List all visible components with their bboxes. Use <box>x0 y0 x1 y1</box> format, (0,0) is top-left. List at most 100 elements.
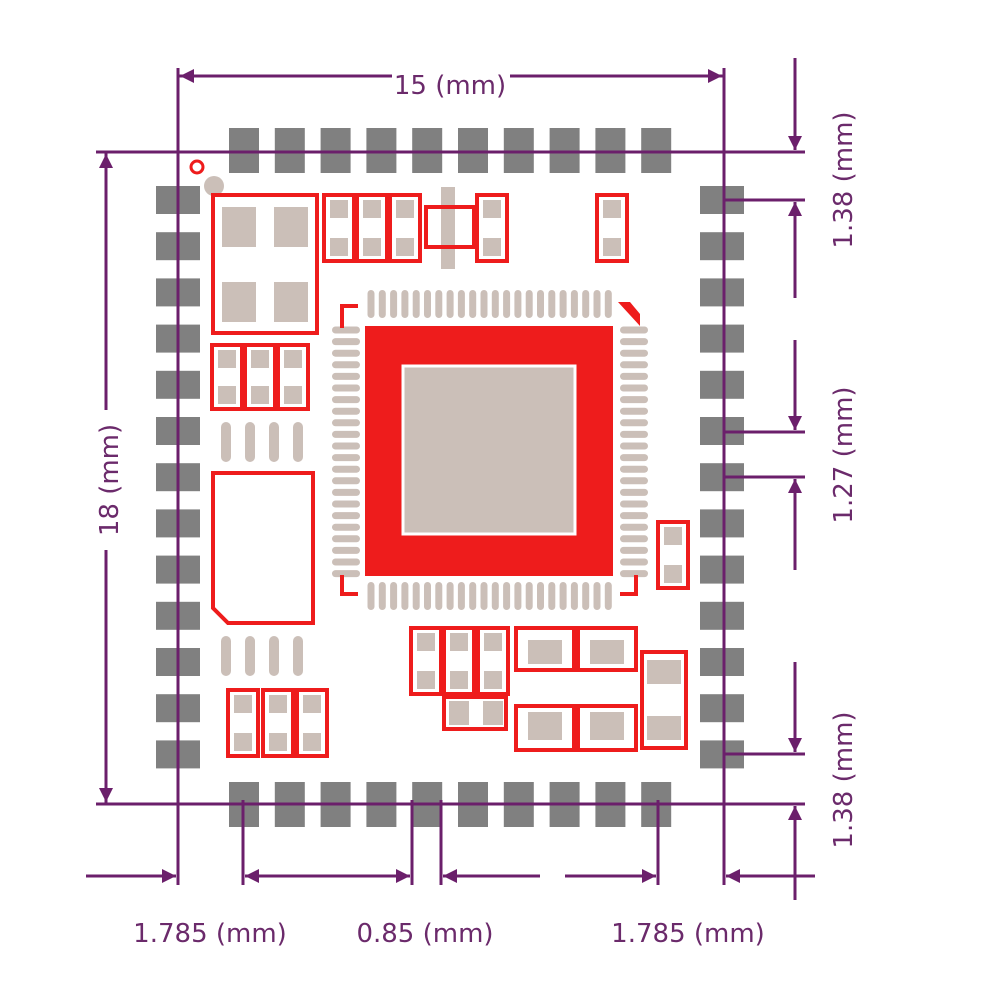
qfp-pin-top <box>503 290 511 318</box>
height-arrow <box>99 788 113 802</box>
passive-outline <box>226 688 260 758</box>
capacitor-pad <box>590 712 624 740</box>
capacitor-pad <box>647 716 681 740</box>
capacitor-pad <box>528 640 562 664</box>
capacitor-pad <box>590 640 624 664</box>
bead-outline <box>424 205 476 249</box>
qfp-pin-right <box>620 546 648 554</box>
passive-pad <box>603 200 621 218</box>
qfp-pin-bottom <box>390 582 398 610</box>
qfp-pin-right <box>620 419 648 427</box>
qfp-pin-bottom <box>457 582 465 610</box>
qfp-pin-right <box>620 454 648 462</box>
qfp-pin-top <box>390 290 398 318</box>
qfp-pin-top <box>525 290 533 318</box>
qfp-pin-top <box>604 290 612 318</box>
passive-pad <box>417 633 435 651</box>
passive-pad <box>417 671 435 689</box>
qfp-pin-left <box>332 454 360 462</box>
passive-outline <box>475 193 509 263</box>
qfp-pin-right <box>620 349 648 357</box>
pin1-indicator <box>189 159 205 175</box>
qfp-pin-top <box>582 290 590 318</box>
qfp-pin-left <box>332 338 360 346</box>
passive-pad <box>303 695 321 713</box>
qfp-pin-right <box>620 500 648 508</box>
right-bottom-arrow <box>788 806 802 820</box>
passive-pad <box>330 200 348 218</box>
qfp-pin-left <box>332 430 360 438</box>
passive-outline <box>409 626 443 696</box>
qfp-pin-top <box>412 290 420 318</box>
regulator-lead-top <box>293 422 303 462</box>
passive-pad <box>303 733 321 751</box>
bottom-left-arrow <box>245 869 259 883</box>
qfp-pin-bottom <box>570 582 578 610</box>
qfp-pin-bottom <box>401 582 409 610</box>
right-edge-pad <box>700 648 744 676</box>
regulator-lead-top <box>245 422 255 462</box>
qfp-pin-top <box>593 290 601 318</box>
regulator-lead-bottom <box>221 636 231 676</box>
qfp-pin-left <box>332 546 360 554</box>
passive-pad <box>218 350 236 368</box>
qfp-pin-top <box>570 290 578 318</box>
passive-pad <box>664 527 682 545</box>
right-edge-pad <box>700 694 744 723</box>
right-top-margin-label: 1.38 (mm) <box>829 111 859 248</box>
right-edge-pad <box>700 370 744 399</box>
passive-pad <box>450 671 468 689</box>
qfp-pin-top <box>378 290 386 318</box>
width-arrow <box>180 69 194 83</box>
passive-pad <box>284 350 302 368</box>
qfp-pin-bottom <box>503 582 511 610</box>
capacitor-pad <box>647 660 681 684</box>
qfp-pin-bottom <box>582 582 590 610</box>
right-pitch-label: 1.27 (mm) <box>829 386 859 523</box>
qfp-pin-top <box>469 290 477 318</box>
passive-pad <box>251 386 269 404</box>
passive-outline <box>355 193 389 263</box>
component-layer <box>189 159 690 758</box>
right-edge-pad <box>700 601 744 630</box>
qfp-pin-bottom <box>604 582 612 610</box>
crystal-pad <box>222 207 256 247</box>
qfp-pin-top <box>401 290 409 318</box>
right-edge-pad <box>700 232 744 261</box>
pad-pair-pad <box>449 701 469 725</box>
qfp-pin-right <box>620 523 648 531</box>
passive-pad <box>483 238 501 256</box>
qfp-pin-top <box>537 290 544 318</box>
qfp-pin-left <box>332 396 360 404</box>
qfp-pin-left <box>332 442 360 450</box>
qfp-pin-bottom <box>537 582 544 610</box>
qfp-pin-bottom <box>424 582 431 610</box>
regulator-lead-top <box>221 422 231 462</box>
qfp-pin-top <box>446 290 454 318</box>
passive-pad <box>603 238 621 256</box>
right-edge-pad <box>700 509 744 538</box>
dimension-lines <box>86 58 815 900</box>
qfp-pin-right <box>620 570 648 578</box>
qfp-pin-bottom <box>491 582 499 610</box>
qfp-pin-bottom <box>446 582 454 610</box>
qfp-pin-left <box>332 407 360 415</box>
qfp-pin-bottom <box>559 582 567 610</box>
capacitor-outline <box>640 650 688 750</box>
qfp-pin-bottom <box>480 582 488 610</box>
passive-pad <box>218 386 236 404</box>
right-edge-pad <box>700 555 744 584</box>
qfp-pin-left <box>332 488 360 496</box>
capacitor-outline <box>576 626 638 672</box>
qfp-pin-left <box>332 512 360 520</box>
qfp-pin-bottom <box>469 582 477 610</box>
passive-outline <box>476 626 510 696</box>
pin1-dot <box>204 176 224 196</box>
height-arrow <box>99 154 113 168</box>
qfp-pin-left <box>332 570 360 578</box>
passive-pad <box>269 695 287 713</box>
qfp-corner-mark <box>620 575 638 596</box>
bead-body <box>441 187 455 269</box>
qfp-pin1-corner <box>618 302 640 326</box>
